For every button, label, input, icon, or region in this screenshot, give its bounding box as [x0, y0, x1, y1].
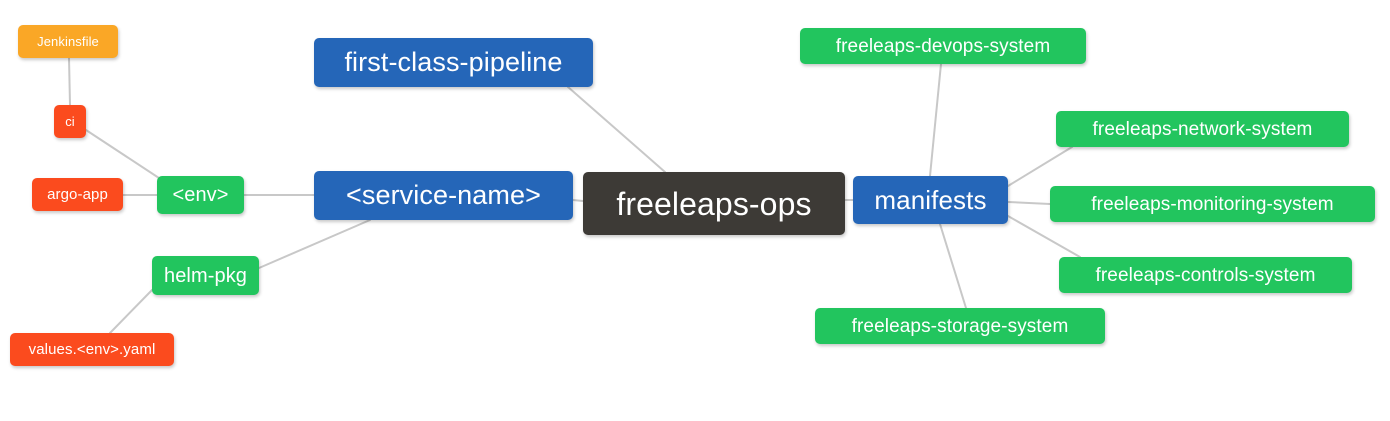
node-freeleaps-devops-system[interactable]: freeleaps-devops-system — [800, 28, 1086, 64]
node-label-manifests: manifests — [874, 185, 987, 215]
node-service-name[interactable]: <service-name> — [314, 171, 573, 220]
node-freeleaps-monitoring-system[interactable]: freeleaps-monitoring-system — [1050, 186, 1375, 222]
edge-helmpkg-values — [109, 289, 153, 334]
edge-manifests-network — [1007, 146, 1073, 187]
node-freeleaps-controls-system[interactable]: freeleaps-controls-system — [1059, 257, 1352, 293]
edge-servicename-helmpkg — [258, 219, 371, 269]
edge-manifests-monitoring — [1007, 201, 1051, 205]
edge-jenkinsfile-ci — [68, 57, 71, 106]
node-first-class-pipeline[interactable]: first-class-pipeline — [314, 38, 593, 87]
edge-manifests-controls — [1007, 215, 1081, 258]
node-label-freeleaps-monitoring-system: freeleaps-monitoring-system — [1091, 193, 1334, 215]
node-env[interactable]: <env> — [157, 176, 244, 214]
node-values-yaml[interactable]: values.<env>.yaml — [10, 333, 174, 366]
node-label-freeleaps-storage-system: freeleaps-storage-system — [851, 315, 1069, 337]
node-ci[interactable]: ci — [54, 105, 86, 138]
node-freeleaps-ops[interactable]: freeleaps-ops — [583, 172, 845, 235]
node-label-helm-pkg: helm-pkg — [163, 264, 248, 287]
node-label-ci: ci — [65, 114, 75, 129]
node-label-argo-app: argo-app — [47, 186, 108, 203]
edge-manifests-storage — [939, 223, 967, 309]
node-jenkinsfile[interactable]: Jenkinsfile — [18, 25, 118, 58]
node-manifests[interactable]: manifests — [853, 176, 1008, 224]
node-helm-pkg[interactable]: helm-pkg — [152, 256, 259, 295]
edge-firstclass-ops — [567, 86, 666, 173]
node-label-service-name: <service-name> — [346, 180, 541, 210]
node-argo-app[interactable]: argo-app — [32, 178, 123, 211]
node-freeleaps-network-system[interactable]: freeleaps-network-system — [1056, 111, 1349, 147]
node-label-first-class-pipeline: first-class-pipeline — [344, 47, 563, 77]
edge-servicename-ops — [572, 199, 584, 202]
edge-ci-env — [85, 129, 163, 181]
node-freeleaps-storage-system[interactable]: freeleaps-storage-system — [815, 308, 1105, 344]
node-label-freeleaps-network-system: freeleaps-network-system — [1092, 118, 1313, 140]
node-label-env: <env> — [172, 184, 229, 206]
node-label-jenkinsfile: Jenkinsfile — [37, 34, 99, 49]
node-label-freeleaps-controls-system: freeleaps-controls-system — [1095, 264, 1316, 286]
edge-manifests-devops — [929, 63, 942, 177]
node-label-freeleaps-devops-system: freeleaps-devops-system — [835, 35, 1051, 57]
node-label-freeleaps-ops: freeleaps-ops — [616, 185, 812, 222]
node-label-values-yaml: values.<env>.yaml — [28, 341, 156, 358]
